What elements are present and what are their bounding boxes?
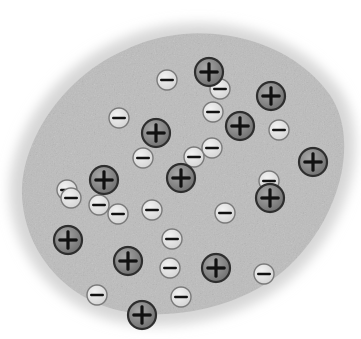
negative-ion-10 (108, 204, 128, 224)
positive-ion-5 (299, 148, 327, 176)
negative-ion-12 (162, 229, 182, 249)
positive-ion-6 (90, 166, 118, 194)
negative-ion-4 (203, 102, 223, 122)
positive-ion-8 (256, 184, 284, 212)
positive-ion-1 (195, 58, 223, 86)
negative-ion-18 (160, 258, 180, 278)
negative-ion-11 (215, 203, 235, 223)
positive-ion-3 (142, 119, 170, 147)
negative-ion-5 (269, 120, 289, 140)
negative-ion-17 (142, 200, 162, 220)
positive-ion-10 (114, 247, 142, 275)
negative-ion-6 (184, 147, 204, 167)
negative-ion-1 (157, 70, 177, 90)
positive-ion-9 (54, 226, 82, 254)
positive-ion-2 (257, 82, 285, 110)
negative-ion-14 (171, 287, 191, 307)
negative-ion-20 (89, 195, 109, 215)
positive-ion-11 (202, 254, 230, 282)
negative-ion-13 (254, 264, 274, 284)
positive-ion-12 (128, 301, 156, 329)
positive-ion-7 (167, 164, 195, 192)
negative-ion-3 (109, 108, 129, 128)
negative-ion-15 (87, 285, 107, 305)
positive-ion-4 (226, 112, 254, 140)
negative-ion-16 (61, 188, 81, 208)
negative-ion-7 (133, 148, 153, 168)
negative-ion-19 (202, 138, 222, 158)
